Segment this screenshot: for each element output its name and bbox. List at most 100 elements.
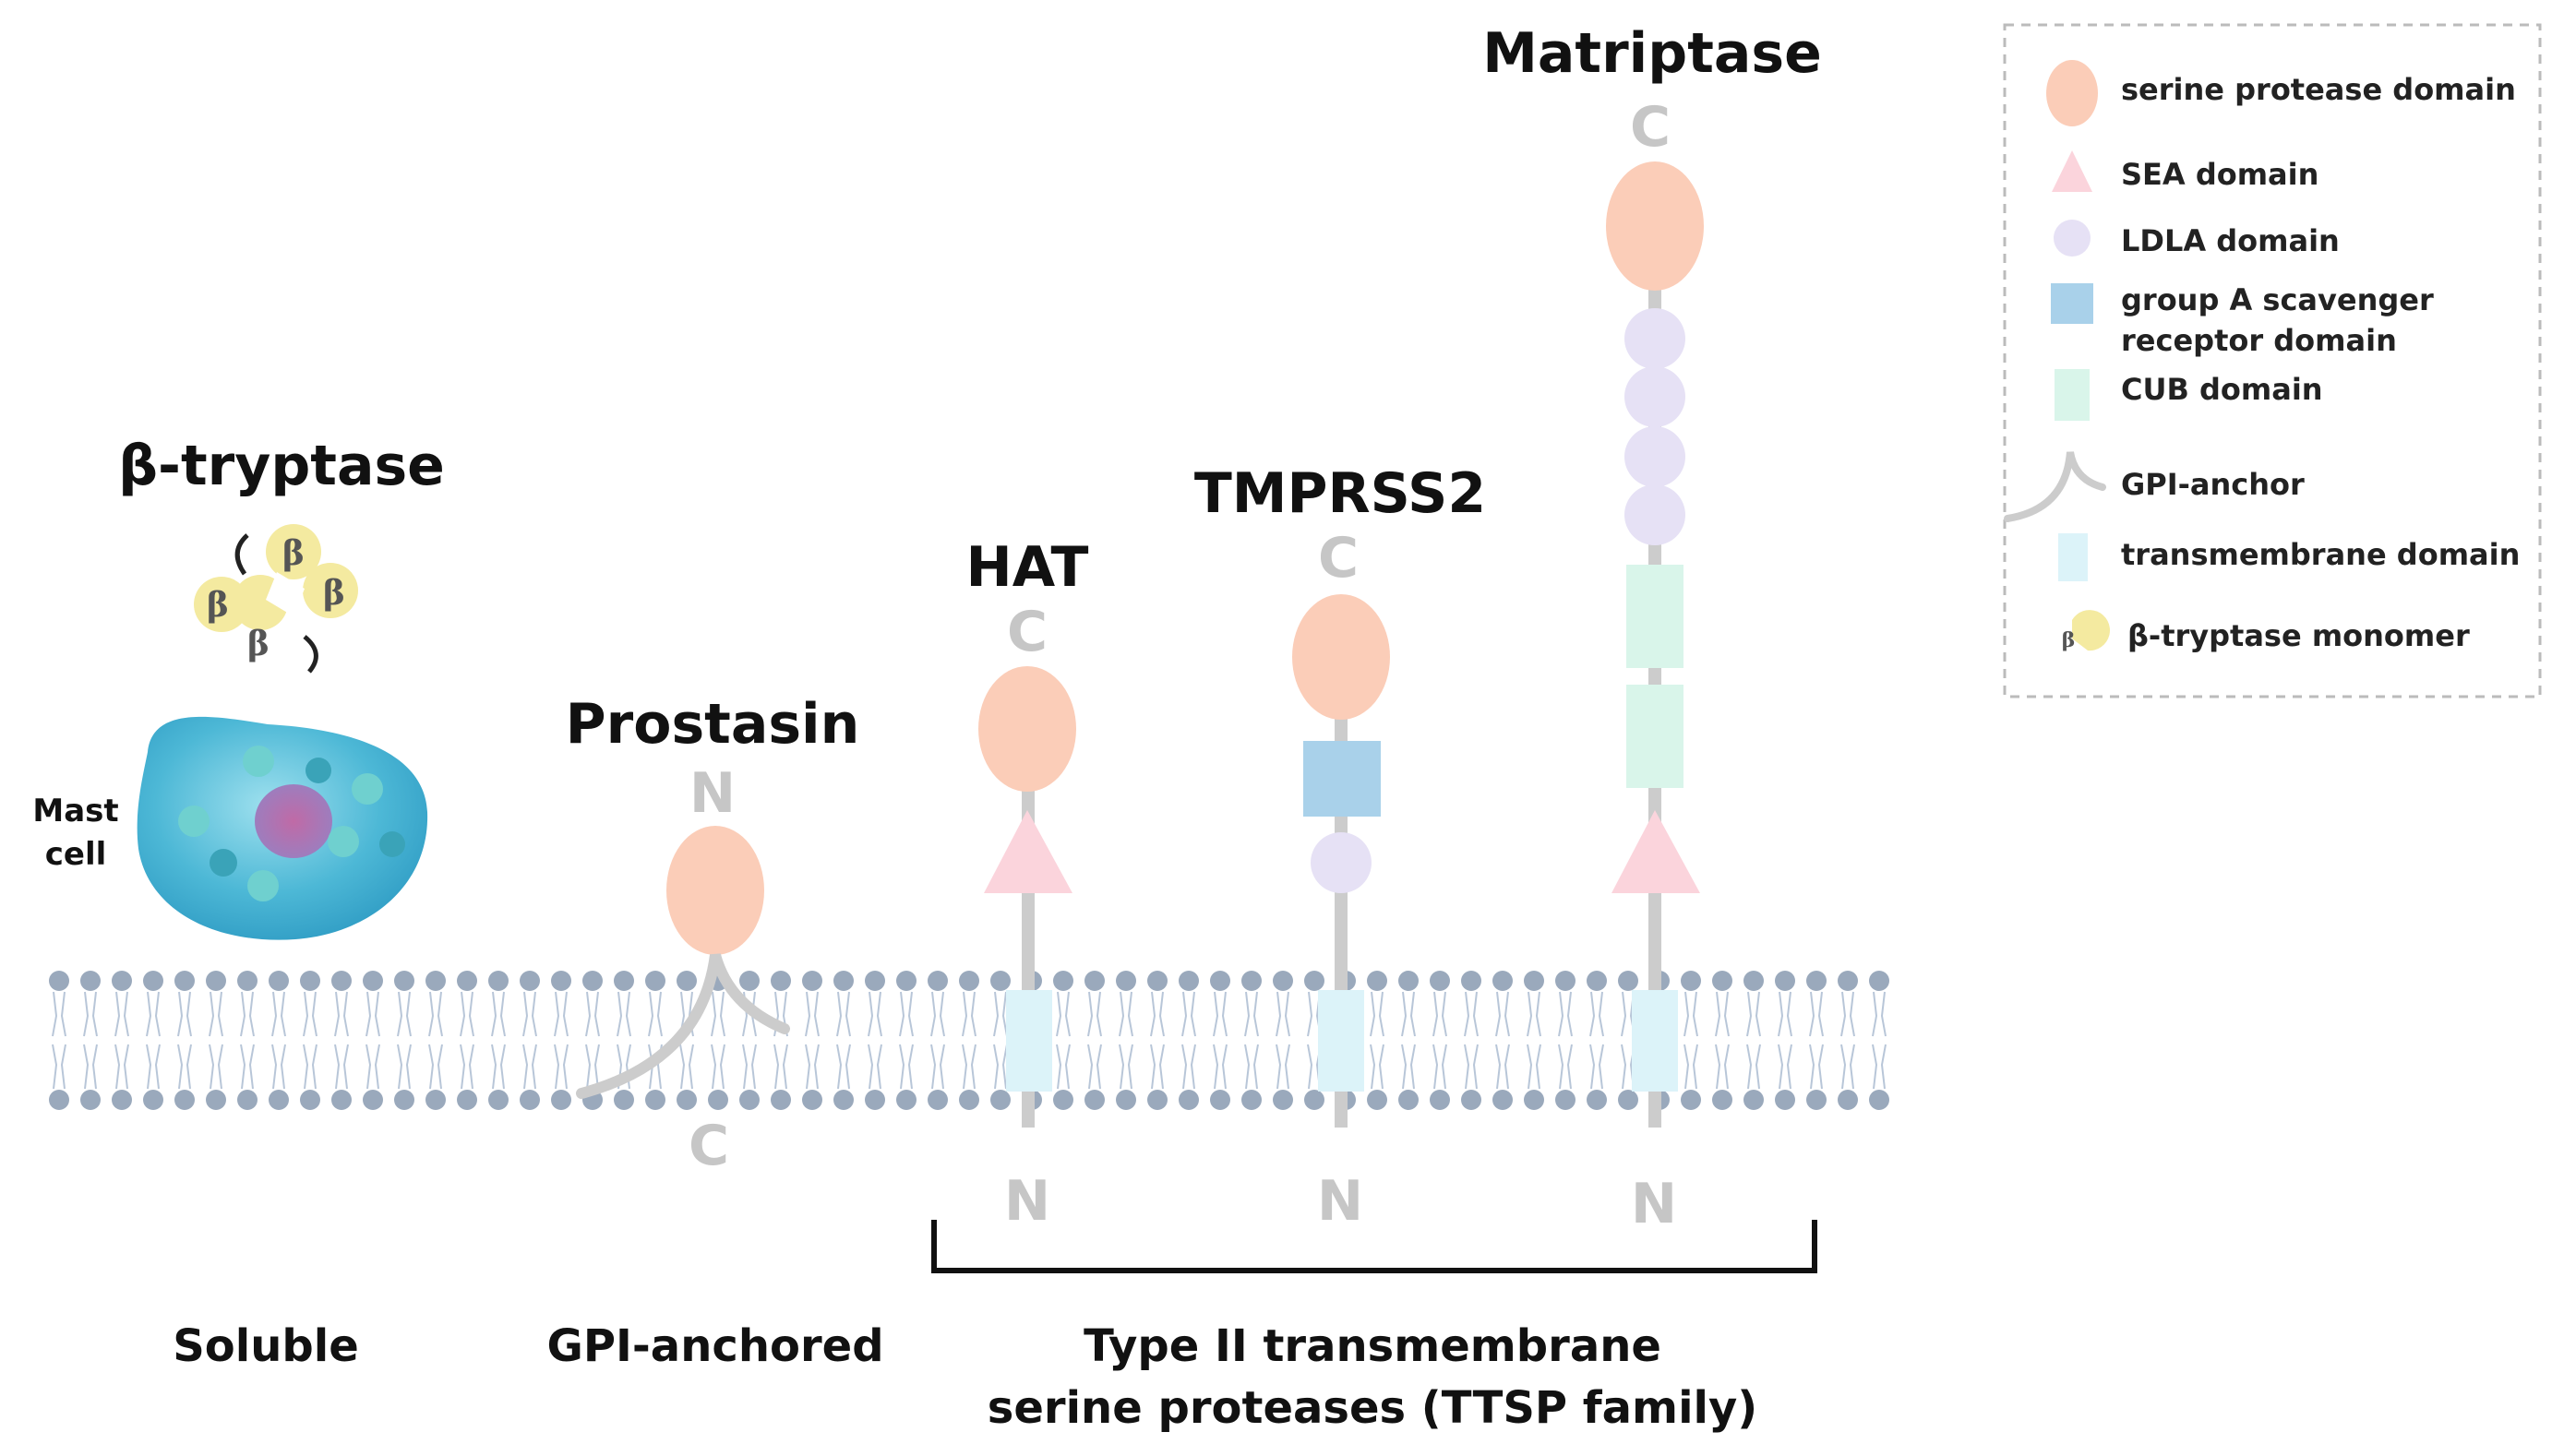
lipid-tail-pair [1181, 991, 1196, 1090]
lipid-tail-pair [805, 991, 820, 1090]
matriptase-n-terminus: N [1631, 1172, 1677, 1236]
tmprss2-scavenger-receptor-domain [1303, 741, 1381, 817]
lipid-head-inner [990, 1090, 1011, 1110]
lipid-head-outer [1838, 971, 1858, 991]
beta-label-1: β [282, 534, 305, 573]
tmprss2-title: TMPRSS2 [1194, 461, 1486, 526]
lipid-tail-pair [460, 991, 474, 1090]
lipid-head-inner [1524, 1090, 1544, 1110]
lipid-head-outer [677, 971, 697, 991]
lipid-head-inner [1116, 1090, 1136, 1110]
lipid-tail-pair [1307, 991, 1322, 1090]
matriptase-c-terminus: C [1630, 95, 1671, 160]
lipid-head-outer [928, 971, 948, 991]
lipid-tail-pair [52, 991, 66, 1090]
lipid-head-outer [1806, 971, 1827, 991]
lipid-head-inner [1367, 1090, 1387, 1110]
legend: serine protease domain SEA domain LDLA d… [2003, 23, 2542, 698]
legend-serine-protease-swatch [2046, 60, 2098, 126]
granule [210, 849, 237, 877]
legend-gpi-anchor-swatch [2004, 451, 2106, 522]
lipid-tail-pair [1370, 991, 1384, 1090]
tryptase-tetramer: β β β β [194, 524, 358, 674]
matriptase: Matriptase C N [1482, 21, 1822, 1236]
legend-sea-swatch [2052, 150, 2092, 192]
tmprss2-n-terminus: N [1317, 1169, 1363, 1234]
tetramer-loop-right [303, 635, 318, 674]
lipid-head-outer [1367, 971, 1387, 991]
lipid-tail-pair [491, 991, 506, 1090]
lipid-head-inner [1398, 1090, 1419, 1110]
mast-cell-nucleus [255, 784, 332, 858]
lipid-heads-outer [49, 971, 1889, 991]
tmprss2-ldla-domain [1311, 832, 1372, 893]
lipid-head-inner [928, 1090, 948, 1110]
lipid-head-outer [80, 971, 101, 991]
lipid-head-inner [1618, 1090, 1638, 1110]
hat: HAT C N [966, 535, 1089, 1234]
lipid-head-outer [1712, 971, 1732, 991]
prostasin: Prostasin N C [566, 692, 860, 1178]
lipid-tail-pair [83, 991, 98, 1090]
lipid-head-outer [551, 971, 571, 991]
cell-membrane [49, 971, 1889, 1110]
matriptase-ldla-domain-4 [1624, 484, 1685, 545]
lipid-tail-pair [1558, 991, 1573, 1090]
lipid-head-outer [1179, 971, 1199, 991]
lipid-tail-pair [1150, 991, 1165, 1090]
granule [328, 826, 359, 857]
lipid-tails [52, 991, 1887, 1090]
legend-serine-protease-label: serine protease domain [2121, 72, 2516, 107]
prostasin-title: Prostasin [566, 692, 860, 757]
lipid-tail-pair [397, 991, 412, 1090]
lipid-tail-pair [711, 991, 725, 1090]
tmprss2-serine-protease-domain [1292, 594, 1390, 720]
beta-label-3: β [247, 625, 270, 663]
lipid-tail-pair [1621, 991, 1635, 1090]
lipid-head-outer [865, 971, 885, 991]
matriptase-serine-protease-domain [1606, 161, 1704, 291]
lipid-head-outer [1743, 971, 1764, 991]
lipid-tail-pair [962, 991, 976, 1090]
lipid-head-outer [1524, 971, 1544, 991]
lipid-head-outer [1210, 971, 1230, 991]
ttsp-bracket [931, 1220, 1817, 1273]
lipid-tail-pair [365, 991, 380, 1090]
granule [306, 758, 331, 783]
lipid-tail-pair [1778, 991, 1792, 1090]
matriptase-cub-domain-1 [1626, 565, 1683, 668]
lipid-head-outer [1273, 971, 1293, 991]
tmprss2: TMPRSS2 C N [1194, 461, 1486, 1234]
hat-serine-protease-domain [978, 666, 1076, 792]
lipid-head-outer [300, 971, 320, 991]
legend-cub-label: CUB domain [2121, 372, 2323, 407]
lipid-head-inner [269, 1090, 289, 1110]
legend-scavenger-label-line2: receptor domain [2121, 323, 2397, 358]
lipid-head-inner [1084, 1090, 1105, 1110]
legend-scavenger-label-line1: group A scavenger [2121, 282, 2434, 317]
tryptase-monomer-right [303, 563, 358, 618]
prostasin-n-terminus: N [689, 761, 736, 826]
lipid-head-inner [1806, 1090, 1827, 1110]
lipid-head-inner [865, 1090, 885, 1110]
lipid-head-outer [1241, 971, 1262, 991]
gpi-anchor [576, 953, 790, 1099]
lipid-head-outer [1430, 971, 1450, 991]
lipid-head-outer [1053, 971, 1073, 991]
lipid-tail-pair [1087, 991, 1102, 1090]
lipid-head-outer [771, 971, 791, 991]
legend-gpi-anchor-label: GPI-anchor [2121, 467, 2305, 502]
lipid-tail-pair [773, 991, 788, 1090]
category-gpi-anchored: GPI-anchored [546, 1320, 883, 1372]
matriptase-sea-domain [1611, 810, 1700, 893]
lipid-head-outer [739, 971, 760, 991]
lipid-head-outer [614, 971, 634, 991]
lipid-tail-pair [1589, 991, 1604, 1090]
matriptase-ldla-domain-1 [1624, 308, 1685, 369]
lipid-tail-pair [146, 991, 161, 1090]
lipid-tail-pair [1276, 991, 1290, 1090]
lipid-tail-pair [1401, 991, 1416, 1090]
tryptase-monomer-top [266, 524, 321, 579]
legend-monomer-label: β-tryptase monomer [2127, 618, 2470, 653]
